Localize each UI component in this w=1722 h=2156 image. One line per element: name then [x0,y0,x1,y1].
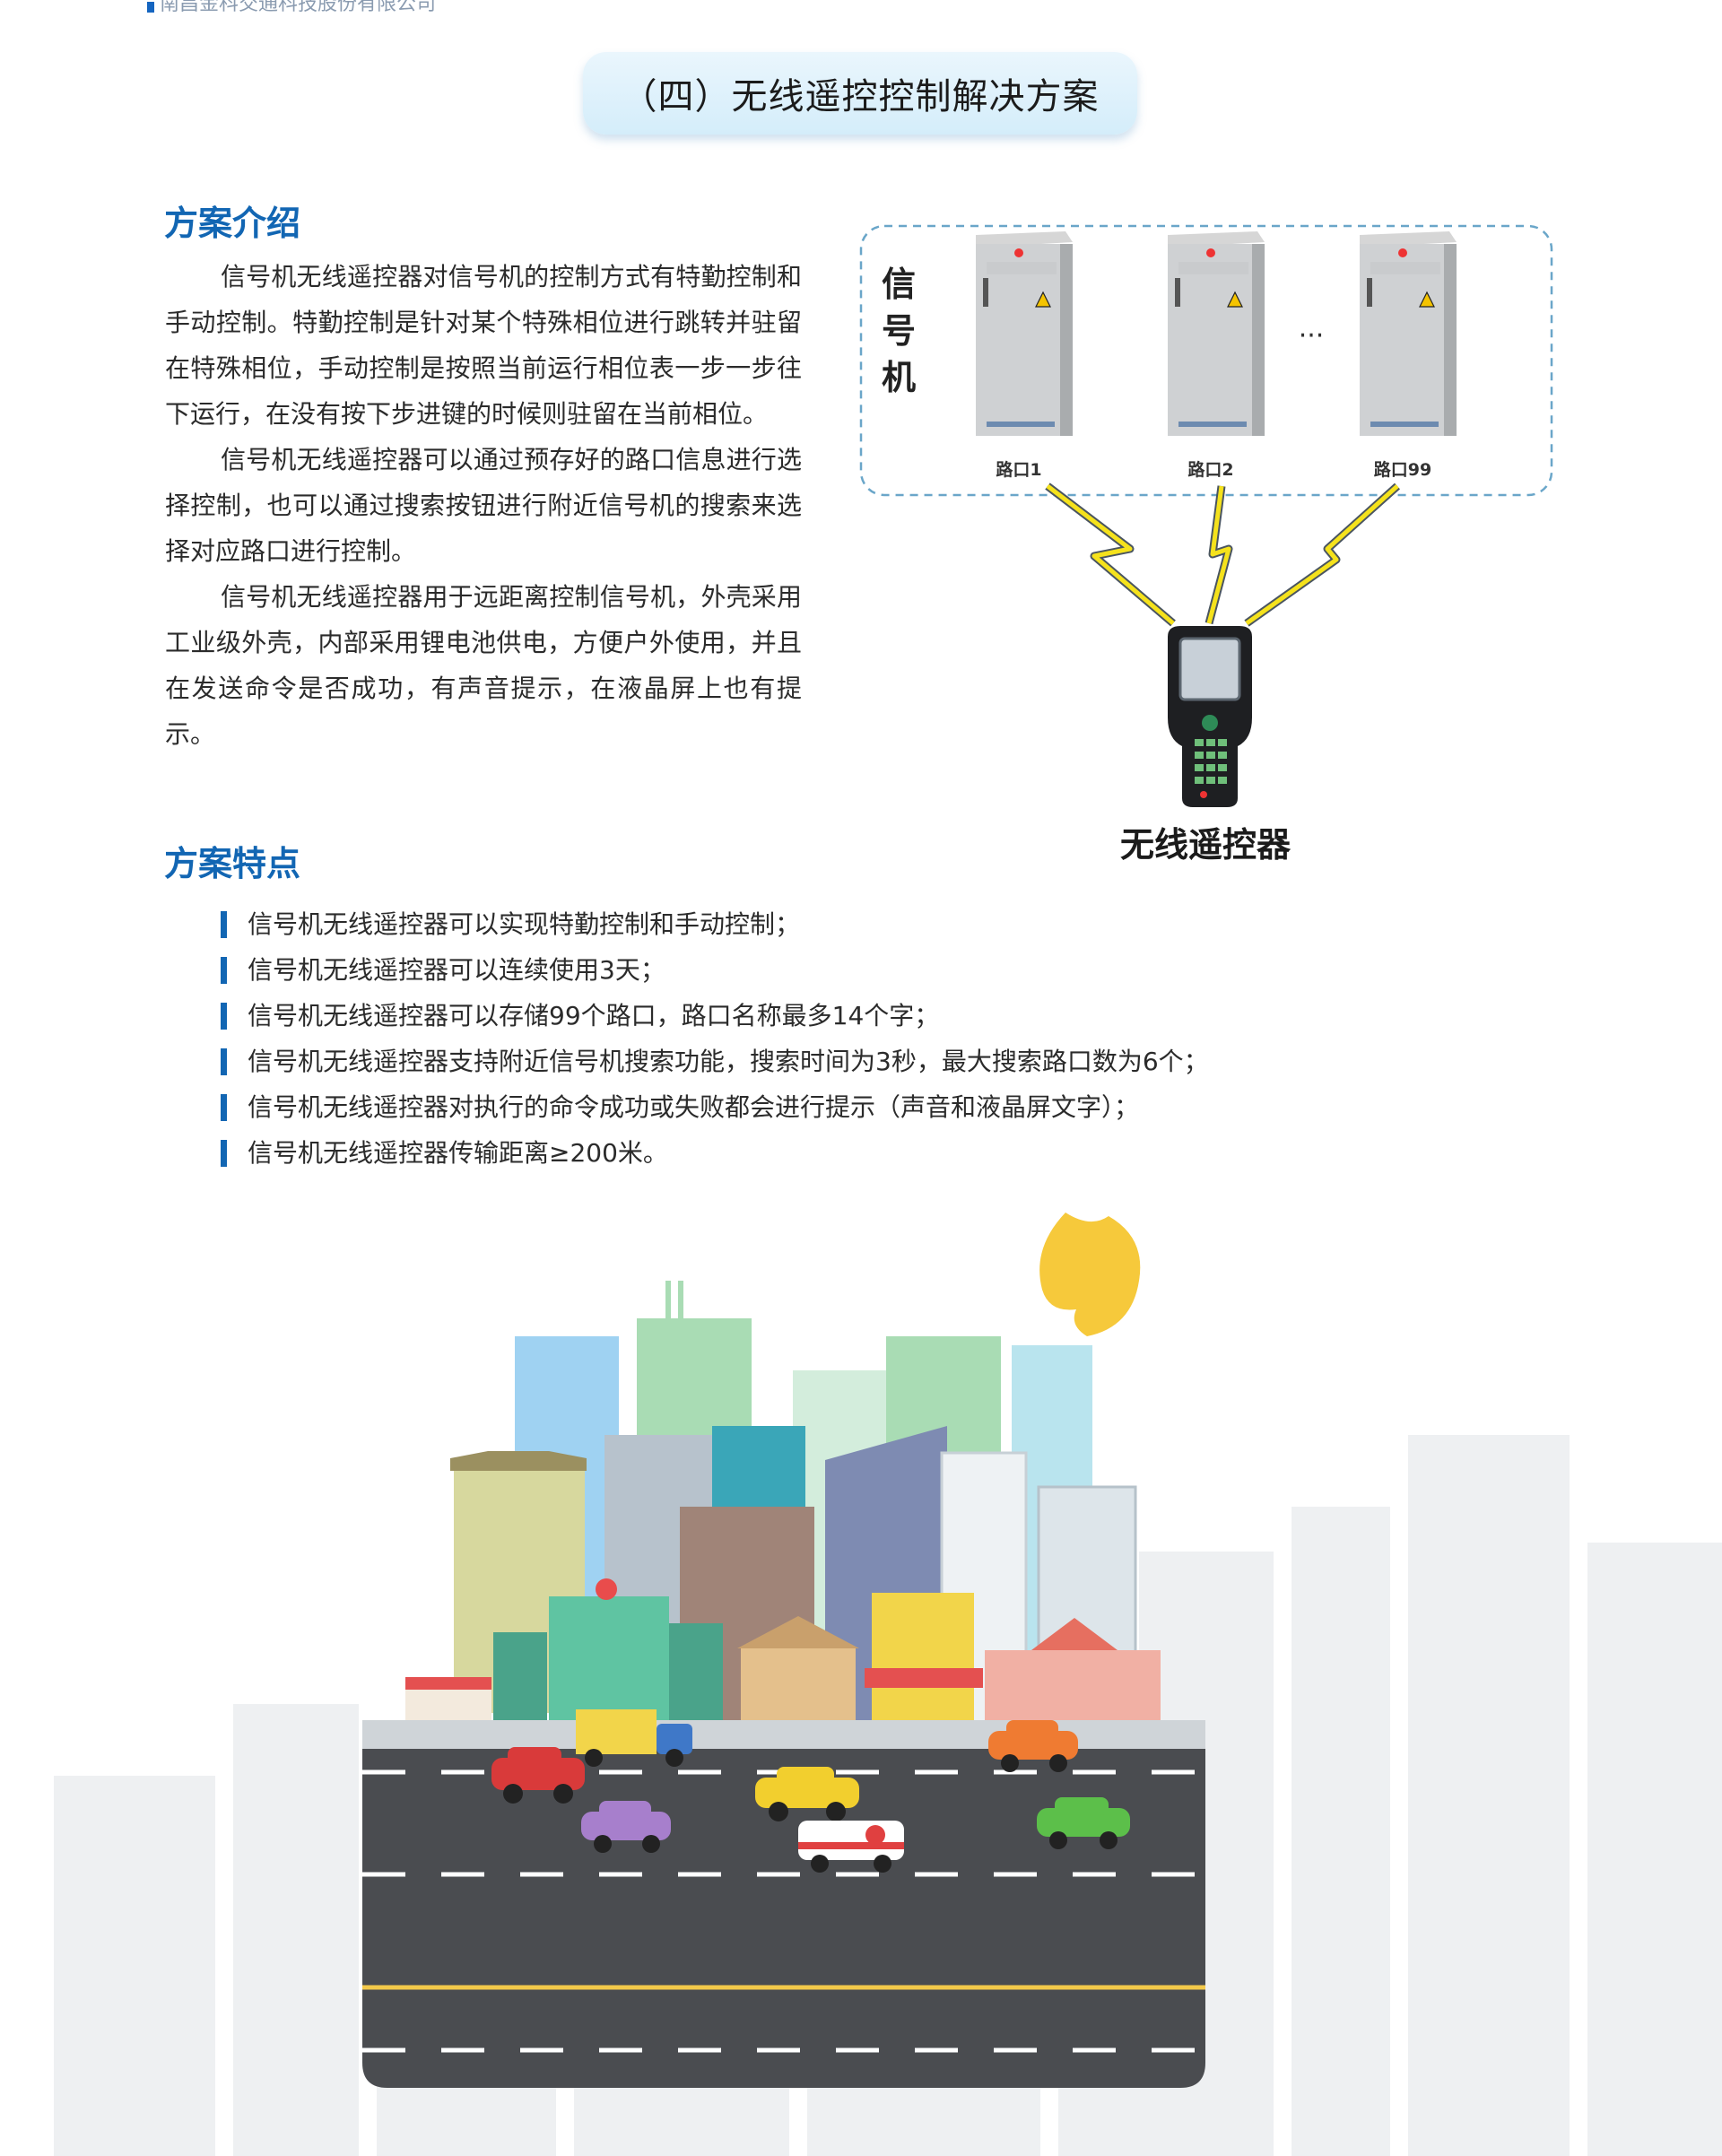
intro-text: 信号机无线遥控器对信号机的控制方式有特勤控制和手动控制。特勤控制是针对某个特殊相… [165,254,802,757]
city-illustration [54,1213,1722,2156]
features-heading: 方案特点 [164,844,301,883]
page-title: （四）无线遥控控制解决方案 [583,52,1137,135]
cabinet-label: 路口2 [1187,459,1233,480]
signal-group-border [859,224,1553,497]
truck-icon [576,1709,692,1767]
intro-heading: 方案介绍 [164,204,301,243]
feature-item: 信号机无线遥控器可以存储99个路口，路口名称最多14个字； [221,993,1209,1039]
intro-paragraph: 信号机无线遥控器可以通过预存好的路口信息进行选择控制，也可以通过搜索按钮进行附近… [165,445,802,566]
ellipsis: ··· [1299,320,1325,352]
device-label: 无线遥控器 [1120,825,1292,865]
feature-item: 信号机无线遥控器传输距离≥200米。 [221,1130,1209,1176]
car-icon [491,1747,585,1804]
intro-paragraph: 信号机无线遥控器对信号机的控制方式有特勤控制和手动控制。特勤控制是针对某个特殊相… [165,262,802,429]
ambulance-icon [798,1821,904,1873]
cabinet-label: 路口99 [1374,459,1431,480]
signal-cabinet-icon [1168,231,1265,436]
group-label-char: 号 [882,311,916,351]
car-icon [1037,1797,1130,1849]
feature-item: 信号机无线遥控器支持附近信号机搜索功能，搜索时间为3秒，最大搜索路口数为6个； [221,1039,1209,1084]
cabinet-label: 路口1 [996,459,1041,480]
sun-icon [1039,1213,1141,1336]
features-list: 信号机无线遥控器可以实现特勤控制和手动控制； 信号机无线遥控器可以连续使用3天；… [221,901,1209,1176]
company-name: 南昌金科交通科技股份有限公司 [146,0,436,16]
car-icon [988,1720,1078,1772]
group-label-char: 信 [882,265,916,304]
car-icon [581,1801,671,1853]
taxi-icon [755,1767,859,1821]
remote-controller-icon [1168,626,1252,807]
feature-item: 信号机无线遥控器可以实现特勤控制和手动控制； [221,901,1209,947]
intro-paragraph: 信号机无线遥控器用于远距离控制信号机，外壳采用工业级外壳，内部采用锂电池供电，方… [165,582,802,749]
signal-cabinet-icon [976,231,1073,436]
feature-item: 信号机无线遥控器可以连续使用3天； [221,947,1209,993]
group-label-char: 机 [882,358,916,397]
signal-cabinet-icon [1360,231,1457,436]
system-diagram: 信 号 机 ··· 路口1 路口2 路口99 [859,224,1553,865]
feature-item: 信号机无线遥控器对执行的命令成功或失败都会进行提示（声音和液晶屏文字）； [221,1084,1209,1130]
